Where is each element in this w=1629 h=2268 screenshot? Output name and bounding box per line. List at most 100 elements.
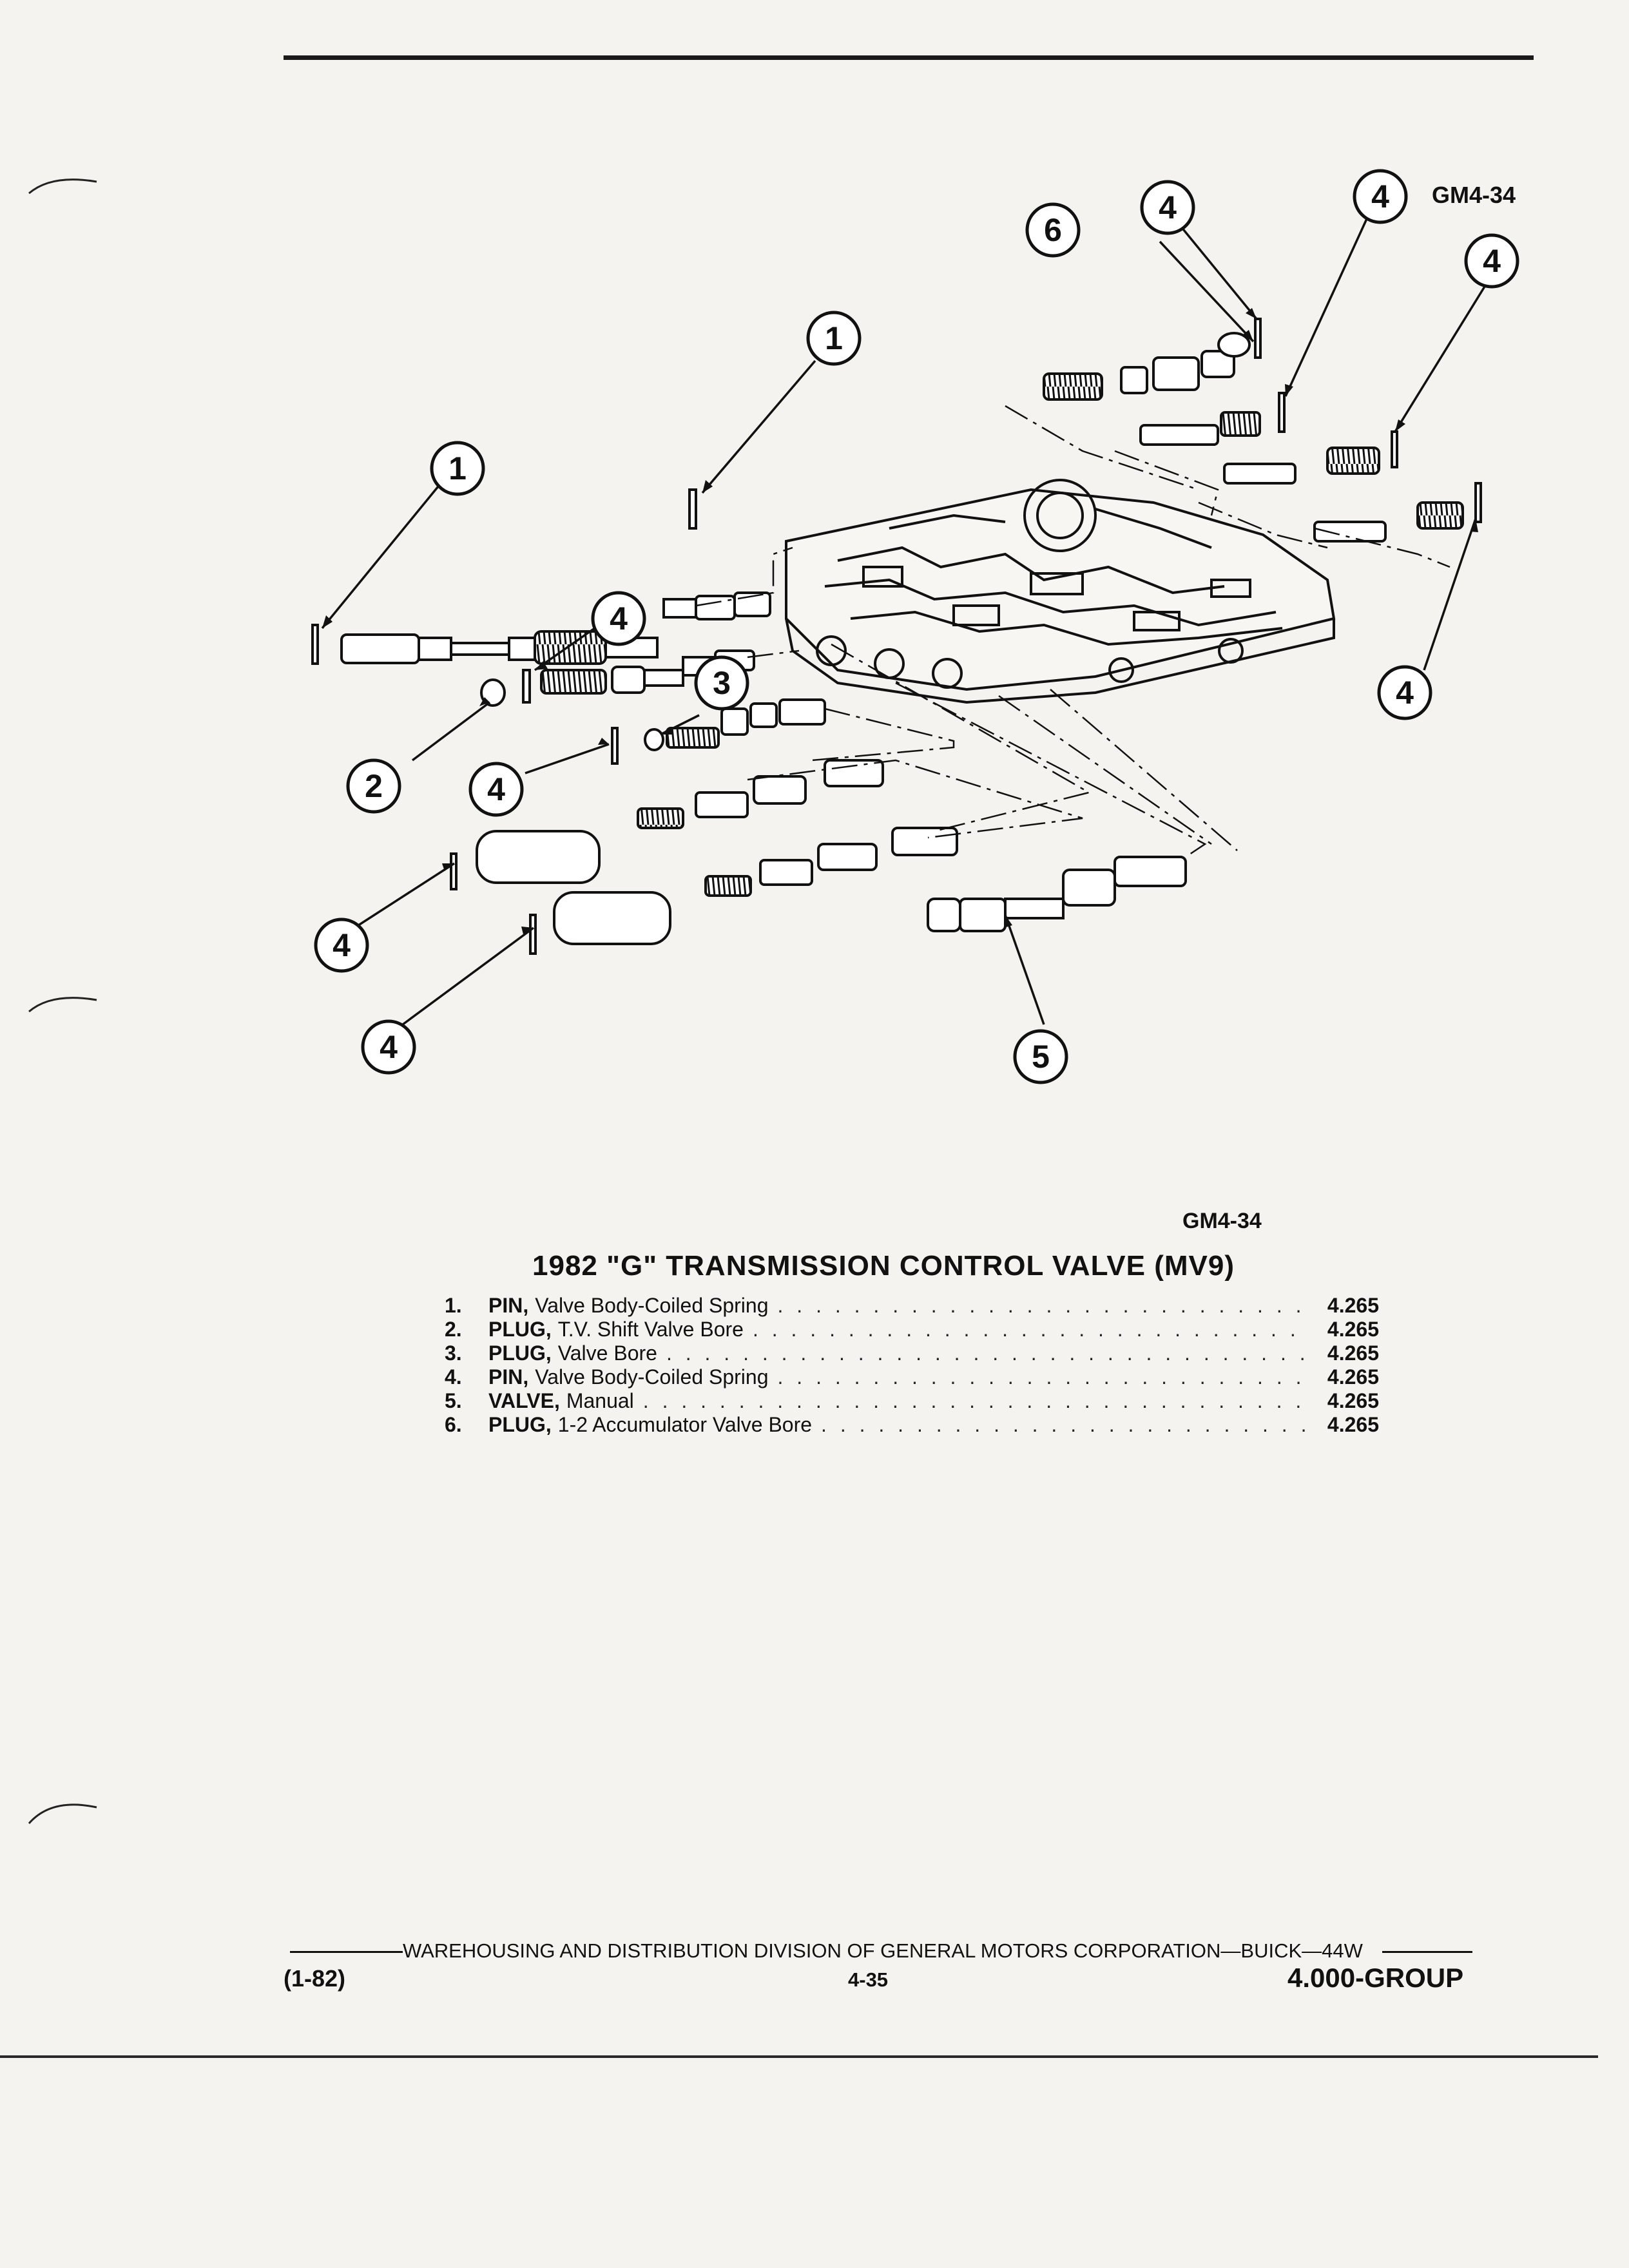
figure-code-top: GM4-34: [1432, 182, 1516, 208]
dot-leader: . . . . . . . . . . . . . . . . . . . . …: [642, 1389, 1306, 1412]
valve-body: [785, 488, 1336, 691]
part-name: PIN,: [488, 1294, 529, 1317]
svg-text:4: 4: [1159, 189, 1177, 226]
footer-division: WAREHOUSING AND DISTRIBUTION DIVISION OF…: [290, 1939, 1472, 1963]
pin: [1278, 392, 1286, 433]
svg-text:1: 1: [448, 450, 467, 486]
part-reference: 4.265: [1327, 1318, 1379, 1341]
scan-mark: [28, 1803, 97, 1824]
footer-division-text: WAREHOUSING AND DISTRIBUTION DIVISION OF…: [403, 1939, 1363, 1962]
pin: [1391, 430, 1398, 468]
dot-leader: . . . . . . . . . . . . . . . . . . . . …: [666, 1341, 1306, 1365]
spring: [704, 875, 752, 897]
part-number: 3.: [445, 1341, 462, 1365]
callout-bubble: 4: [314, 918, 369, 973]
callout-bubble: 2: [346, 758, 401, 814]
part-name: PLUG,: [488, 1341, 552, 1365]
part-row: 5. VALVE, Manual . . . . . . . . . . . .…: [445, 1389, 1379, 1413]
valve-sleeve: [476, 830, 601, 884]
pin: [311, 624, 319, 665]
svg-text:4: 4: [333, 927, 351, 963]
bottom-rule: [0, 2055, 1598, 2058]
valve-sleeve: [553, 891, 671, 945]
part-reference: 4.265: [1327, 1341, 1379, 1365]
figure-code: GM4-34: [1182, 1209, 1262, 1233]
svg-text:4: 4: [487, 771, 505, 807]
pin: [522, 669, 531, 704]
svg-text:4: 4: [610, 601, 628, 637]
figure-caption: 1982 "G" TRANSMISSION CONTROL VALVE (MV9…: [532, 1250, 1235, 1282]
spring: [1326, 447, 1380, 475]
pin: [688, 488, 697, 530]
svg-text:4: 4: [1371, 178, 1389, 215]
parts-list: 1. PIN, Valve Body-Coiled Spring . . . .…: [445, 1294, 1379, 1437]
svg-text:4: 4: [1396, 675, 1414, 711]
part-description: Valve Bore: [557, 1341, 657, 1365]
dot-leader: . . . . . . . . . . . . . . . . . . . . …: [777, 1294, 1306, 1317]
callout-bubble: 1: [806, 311, 862, 366]
part-name: PIN,: [488, 1365, 529, 1389]
scan-mark: [28, 997, 97, 1013]
spring: [534, 630, 607, 665]
part-description: T.V. Shift Valve Bore: [557, 1318, 744, 1341]
part-name: PLUG,: [488, 1318, 552, 1341]
part-description: Valve Body-Coiled Spring: [535, 1365, 769, 1389]
dot-leader: . . . . . . . . . . . . . . . . . . . . …: [752, 1318, 1306, 1341]
spring: [666, 727, 720, 749]
svg-text:4: 4: [1483, 243, 1501, 279]
part-number: 6.: [445, 1413, 462, 1436]
svg-text:2: 2: [365, 768, 383, 804]
plug: [480, 678, 506, 707]
part-number: 2.: [445, 1318, 462, 1341]
part-row: 1. PIN, Valve Body-Coiled Spring . . . .…: [445, 1294, 1379, 1318]
dot-leader: . . . . . . . . . . . . . . . . . . . . …: [777, 1365, 1306, 1389]
svg-text:3: 3: [713, 665, 731, 701]
pin: [1254, 318, 1262, 359]
dot-leader: . . . . . . . . . . . . . . . . . . . . …: [821, 1413, 1306, 1436]
svg-text:4: 4: [380, 1029, 398, 1065]
callout-bubble: 6: [1025, 202, 1081, 258]
footer-group: 4.000-GROUP: [1287, 1963, 1464, 1993]
scan-mark: [28, 178, 97, 195]
part-reference: 4.265: [1327, 1365, 1379, 1389]
callout-bubble: 4: [1377, 665, 1432, 720]
spring: [540, 669, 607, 695]
svg-text:6: 6: [1044, 212, 1062, 248]
part-number: 4.: [445, 1365, 462, 1389]
part-row: 2. PLUG, T.V. Shift Valve Bore . . . . .…: [445, 1318, 1379, 1341]
svg-text:5: 5: [1032, 1039, 1050, 1075]
svg-text:1: 1: [825, 320, 843, 356]
valve-sleeve: [340, 633, 420, 664]
callout-bubble: 1: [430, 441, 485, 496]
spring: [1416, 501, 1464, 530]
pin: [450, 852, 458, 890]
part-name: VALVE,: [488, 1389, 560, 1412]
part-reference: 4.265: [1327, 1389, 1379, 1412]
spring: [637, 807, 684, 829]
pin: [529, 914, 537, 955]
part-row: 4. PIN, Valve Body-Coiled Spring . . . .…: [445, 1365, 1379, 1389]
plug: [1217, 332, 1251, 358]
part-row: 6. PLUG, 1-2 Accumulator Valve Bore . . …: [445, 1413, 1379, 1437]
part-name: PLUG,: [488, 1413, 552, 1436]
part-description: Valve Body-Coiled Spring: [535, 1294, 769, 1317]
manual-valve: [927, 898, 961, 932]
callout-bubble: 4: [1353, 169, 1408, 224]
footer-page-number: 4-35: [848, 1968, 889, 1991]
plug: [644, 728, 664, 751]
callout-bubble: 4: [361, 1019, 416, 1075]
spring: [1043, 372, 1103, 401]
spring: [1220, 411, 1261, 437]
callout-bubble: 3: [694, 655, 749, 711]
callout-bubble: 4: [1464, 233, 1519, 289]
part-number: 5.: [445, 1389, 462, 1412]
callout-bubble: 4: [468, 762, 524, 817]
pin: [1474, 482, 1482, 523]
top-rule: [284, 55, 1534, 60]
callout-bubble: 4: [1140, 180, 1195, 235]
part-row: 3. PLUG, Valve Bore . . . . . . . . . . …: [445, 1341, 1379, 1365]
callout-bubble: 5: [1013, 1029, 1068, 1084]
exploded-diagram: 1 1 2 3 4 4 4 4 4 4 4 4 5 6: [311, 169, 1519, 1084]
part-reference: 4.265: [1327, 1294, 1379, 1317]
